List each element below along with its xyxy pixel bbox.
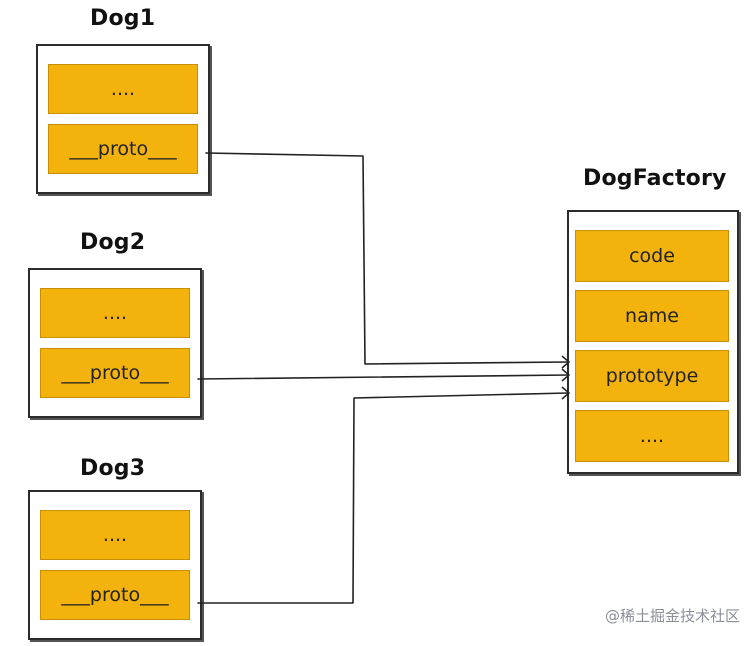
watermark-text: @稀土掘金技术社区 bbox=[604, 607, 740, 625]
dog1-field-ellipsis-label: .... bbox=[110, 78, 136, 100]
dog3-box: .... ___proto___ bbox=[28, 490, 202, 640]
dog2-proto-link bbox=[197, 374, 569, 380]
dog2-title: Dog2 bbox=[80, 230, 146, 255]
dogfactory-field-prototype-label: prototype bbox=[605, 365, 699, 387]
dog2-box: .... ___proto___ bbox=[28, 268, 202, 418]
arrowhead-dog2 bbox=[561, 368, 571, 382]
dogfactory-field-code: code bbox=[575, 230, 729, 282]
dogfactory-field-code-label: code bbox=[629, 245, 675, 267]
dog1-field-ellipsis: .... bbox=[48, 64, 198, 114]
dog2-field-ellipsis-label: .... bbox=[102, 302, 128, 324]
dogfactory-title: DogFactory bbox=[583, 166, 727, 191]
dog1-proto-link bbox=[205, 152, 569, 365]
dogfactory-box: code name prototype .... bbox=[567, 210, 739, 474]
dog1-title: Dog1 bbox=[90, 6, 156, 31]
dogfactory-field-name: name bbox=[575, 290, 729, 342]
dog3-title: Dog3 bbox=[80, 456, 146, 481]
dogfactory-field-ellipsis-label: .... bbox=[639, 425, 665, 447]
dog2-field-proto: ___proto___ bbox=[40, 348, 190, 398]
dog3-field-proto: ___proto___ bbox=[40, 570, 190, 620]
dog3-proto-link bbox=[197, 392, 569, 604]
arrowheads bbox=[561, 355, 571, 400]
dog1-field-proto: ___proto___ bbox=[48, 124, 198, 174]
dog3-field-proto-label: ___proto___ bbox=[61, 584, 169, 606]
dog2-field-ellipsis: .... bbox=[40, 288, 190, 338]
dogfactory-field-name-label: name bbox=[625, 305, 679, 327]
dog1-box: .... ___proto___ bbox=[36, 44, 210, 194]
arrowhead-dog3 bbox=[561, 386, 571, 400]
dog3-field-ellipsis: .... bbox=[40, 510, 190, 560]
dogfactory-field-ellipsis: .... bbox=[575, 410, 729, 462]
dog1-field-proto-label: ___proto___ bbox=[69, 138, 177, 160]
dog3-field-ellipsis-label: .... bbox=[102, 524, 128, 546]
arrowhead-dog1 bbox=[561, 355, 571, 369]
dogfactory-field-prototype: prototype bbox=[575, 350, 729, 402]
dog2-field-proto-label: ___proto___ bbox=[61, 362, 169, 384]
